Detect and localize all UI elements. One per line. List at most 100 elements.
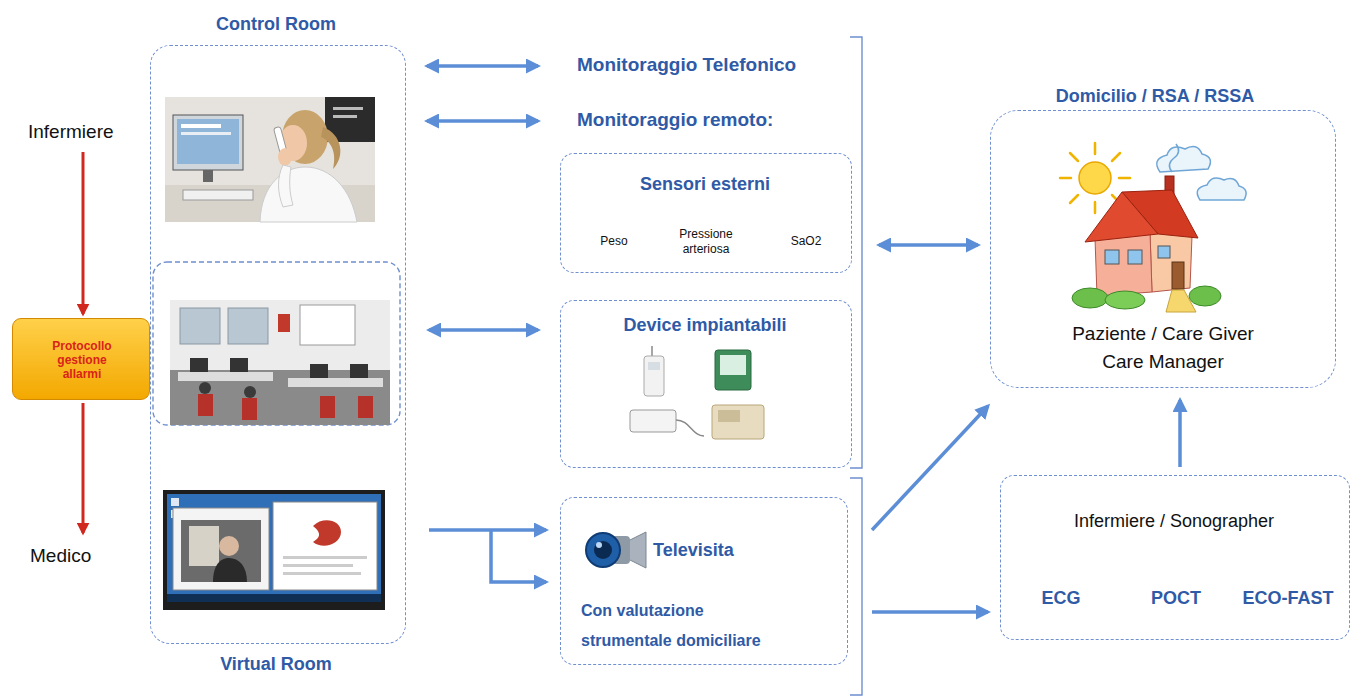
- node-heading: Device impiantabili: [561, 315, 849, 337]
- operations-room-photo-part: [242, 398, 257, 420]
- node-text: Paziente / Care Giver Care Manager: [1063, 320, 1263, 376]
- house-drawing: [1060, 143, 1246, 312]
- implantable-device-drawings-part: [630, 410, 676, 432]
- operations-room-photo-part: [170, 370, 390, 425]
- role-label: Infermiere: [28, 121, 143, 144]
- house-drawing-part-part: [1070, 153, 1078, 161]
- node-heading: Domicilio / RSA / RSSA: [1010, 86, 1300, 108]
- house-drawing-part-part: [1060, 177, 1071, 180]
- televisit-screen-photo-part: [173, 508, 269, 590]
- connector-line: [429, 328, 538, 332]
- televisit-screen-photo-part: [167, 594, 381, 602]
- operations-room-photo-part: [350, 364, 368, 378]
- house-drawing-part: [1157, 146, 1211, 172]
- operations-room-photo-part: [178, 372, 273, 381]
- house-drawing-part: [1105, 250, 1119, 264]
- implantable-device-drawings-part: [718, 410, 740, 422]
- connector-line: [491, 530, 546, 582]
- house-drawing-part: [1169, 144, 1178, 172]
- channel-label: Monitoraggio remoto:: [577, 109, 847, 132]
- televisit-screen-photo-part: [273, 502, 377, 590]
- nurse-photo-part: [321, 127, 340, 169]
- video-camera-icon-part: [594, 541, 612, 559]
- connector-line: [429, 528, 546, 532]
- house-drawing-part: [1085, 192, 1158, 242]
- implantable-device-drawings-part: [712, 405, 764, 439]
- operations-room-photo-part: [300, 305, 355, 345]
- channel-label: Monitoraggio Telefonico: [577, 54, 847, 77]
- televisit-screen-photo-part: [283, 564, 353, 567]
- nurse-photo-part: [181, 124, 221, 128]
- televisit-screen-photo-part: [189, 526, 219, 566]
- operations-room-photo-part: [190, 358, 208, 372]
- nurse-photo-part: [333, 107, 363, 110]
- operations-room-photo-part: [288, 378, 383, 387]
- connector-line: [1178, 400, 1182, 467]
- house-drawing-part-part: [1094, 143, 1097, 154]
- nurse-photo-part: [173, 115, 243, 170]
- house-drawing-part: [1150, 232, 1192, 292]
- node-text: SaO2: [773, 234, 839, 249]
- node-heading: Televisita: [653, 540, 823, 562]
- televisit-box: TelevisitaCon valutazione strumentale do…: [560, 497, 848, 665]
- implantable-device-drawings-part: [715, 350, 751, 390]
- operations-room-photo-part: [228, 308, 268, 344]
- nurse-photo-part: [278, 148, 292, 166]
- nurse-photo-part: [165, 97, 375, 222]
- nurse-photo-part: [203, 170, 213, 182]
- node-text: ECO-FAST: [1233, 588, 1343, 610]
- house-drawing-part: [1079, 162, 1111, 194]
- node-text: POCT: [1134, 588, 1218, 610]
- operations-room-photo-part: [310, 364, 328, 378]
- house-drawing-part: [1105, 291, 1145, 309]
- video-camera-icon-part: [586, 533, 620, 567]
- operations-room-photo-part: [244, 386, 256, 398]
- connector-line: [872, 610, 988, 614]
- flow-connector: [429, 330, 538, 331]
- node-outline: [150, 45, 406, 644]
- nurse-photo-part: [260, 167, 357, 222]
- house-drawing-part: [1166, 290, 1196, 312]
- node-text: Peso: [581, 234, 647, 249]
- implantable-device-drawings: [630, 346, 764, 439]
- implantable-device-drawings-part: [676, 420, 704, 436]
- operations-room-photo-part: [198, 394, 213, 416]
- connector-line: [879, 243, 978, 247]
- node-text: ECG: [1019, 588, 1103, 610]
- node-heading: Protocollo gestione allarmi: [40, 339, 124, 381]
- node-text: Virtual Room: [150, 654, 402, 676]
- televisit-screen-photo-part: [219, 536, 239, 556]
- sensor-box: Sensori esterniPesoPressione arteriosaSa…: [560, 153, 852, 273]
- operations-room-photo-part: [358, 396, 373, 418]
- flow-connector: [429, 530, 546, 582]
- operations-room-photo: [170, 300, 390, 425]
- house-drawing-part-part: [1112, 153, 1120, 161]
- nurse-photo-part: [279, 165, 294, 207]
- monitoring-arrow-part: [427, 64, 538, 68]
- monitoring-arrow-part: [427, 119, 538, 123]
- nurse-photo-part: [181, 132, 231, 135]
- onsite-staff-box: Infermiere / SonographerECGPOCTECO-FAST: [1000, 475, 1350, 640]
- flow-connector: [879, 245, 978, 246]
- televisit-screen-photo-part: [181, 520, 261, 582]
- nurse-photo-part: [177, 119, 239, 164]
- node-text: Con valutazione strumentale domiciliare: [581, 596, 781, 656]
- operations-room-photo-part: [230, 358, 248, 372]
- televisit-screen-photo-part: [163, 490, 385, 610]
- house-drawing-part: [1197, 178, 1246, 200]
- home-box: Domicilio / RSA / RSSA Paziente / Care Gi…: [990, 84, 1336, 388]
- video-camera-icon-part: [596, 542, 602, 548]
- node-text: Pressione arteriosa: [663, 227, 749, 257]
- room-panel: Control RoomVirtual Room: [150, 8, 406, 686]
- connector-line: [872, 406, 988, 530]
- televisit-screen-photo: [163, 490, 385, 610]
- operations-room-photo-part: [278, 314, 290, 332]
- operations-room-photo-part: [199, 382, 211, 394]
- nurse-photo-part: [183, 190, 253, 200]
- house-drawing-part: [1128, 250, 1142, 264]
- televisit-screen-photo-part: [283, 572, 361, 575]
- flow-connector: [1180, 400, 1181, 467]
